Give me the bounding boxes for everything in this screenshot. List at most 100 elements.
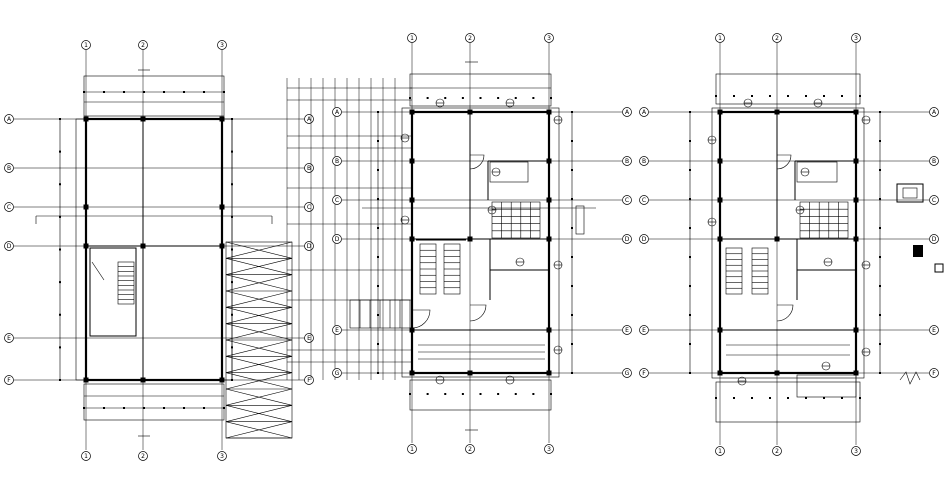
dimension-tick bbox=[123, 407, 125, 409]
grid-bubble-circle bbox=[639, 234, 649, 244]
structural-column bbox=[409, 327, 415, 333]
dimension-tick bbox=[223, 407, 225, 409]
dimension-tick bbox=[859, 95, 861, 97]
door-swing bbox=[469, 304, 487, 322]
structural-column bbox=[717, 109, 723, 115]
structural-column bbox=[546, 370, 552, 376]
grid-bubble-circle bbox=[622, 325, 632, 335]
dimension-tick bbox=[823, 397, 825, 399]
structural-column bbox=[853, 158, 859, 164]
grid-bubble-label: E bbox=[307, 335, 311, 342]
dimension-tick bbox=[571, 343, 573, 345]
grid-bubble-label: D bbox=[642, 236, 647, 243]
grid-bubble-circle bbox=[622, 195, 632, 205]
structural-column bbox=[409, 158, 415, 164]
grid-bubble-top: 1 bbox=[407, 33, 417, 43]
dimension-tick bbox=[550, 393, 552, 395]
grid-bubble-left: F bbox=[639, 368, 649, 378]
dimension-tick bbox=[751, 95, 753, 97]
grid-bubble-label: E bbox=[7, 335, 11, 342]
grid-bubble-label: G bbox=[625, 370, 630, 377]
terrace-outline bbox=[401, 107, 560, 378]
dimension-tick bbox=[879, 256, 881, 258]
dimension-band-top bbox=[83, 75, 225, 117]
dimension-tick bbox=[409, 97, 411, 99]
grid-bubble-left: C bbox=[4, 202, 14, 212]
eave-outline bbox=[75, 118, 233, 381]
grid-bubble-right: C bbox=[929, 195, 939, 205]
structural-column bbox=[140, 377, 146, 383]
grid-bubble-circle bbox=[4, 333, 14, 343]
grid-bubble-circle bbox=[851, 33, 861, 43]
dimension-tick bbox=[444, 97, 447, 99]
structural-column bbox=[219, 243, 225, 249]
dimension-tick bbox=[83, 407, 85, 409]
dimension-tick bbox=[571, 285, 573, 287]
grid-bubble-left: E bbox=[4, 333, 14, 343]
dimension-band-bottom bbox=[83, 383, 225, 421]
grid-bubble-circle bbox=[332, 156, 342, 166]
dimension-tick bbox=[859, 397, 861, 399]
building-outline bbox=[84, 117, 224, 382]
grid-bubble-label: 2 bbox=[468, 35, 472, 42]
grid-bubble-circle bbox=[929, 368, 939, 378]
stair-opening bbox=[89, 247, 137, 337]
structural-column bbox=[83, 204, 89, 210]
dimension-tick bbox=[59, 313, 61, 316]
dimension-tick bbox=[571, 140, 573, 142]
dimension-tick bbox=[426, 97, 429, 99]
structural-column bbox=[409, 236, 415, 242]
grid-bubble-label: A bbox=[625, 109, 630, 116]
grid-bubble-label: C bbox=[307, 204, 311, 211]
grid-bubble-left: C bbox=[639, 195, 649, 205]
grid-bubble-left: A bbox=[332, 107, 342, 117]
dimension-tick bbox=[377, 227, 379, 229]
grid-bubble-left: B bbox=[639, 156, 649, 166]
grid-bubble-right: C bbox=[304, 202, 314, 212]
door-swing bbox=[411, 309, 431, 329]
grid-bubble-label: 1 bbox=[410, 35, 414, 42]
dimension-tick bbox=[59, 118, 61, 120]
structural-column bbox=[774, 236, 780, 242]
dimension-tick bbox=[689, 169, 691, 171]
dimension-tick bbox=[59, 150, 61, 153]
dimension-tick bbox=[203, 407, 205, 409]
grid-bubble-right: A bbox=[304, 114, 314, 124]
dimension-tick bbox=[461, 97, 464, 99]
door-swing bbox=[469, 154, 485, 170]
grid-bubble-circle bbox=[407, 444, 417, 454]
structural-column bbox=[853, 236, 859, 242]
kitchen-counter bbox=[489, 161, 529, 183]
roof-hatch-line bbox=[225, 356, 293, 373]
dimension-tick bbox=[571, 256, 573, 258]
structural-column bbox=[774, 109, 780, 115]
dimension-tick bbox=[143, 407, 145, 409]
grid-bubble-top: 3 bbox=[544, 33, 554, 43]
dimension-tick bbox=[879, 343, 881, 345]
grid-bubble-label: 1 bbox=[410, 446, 414, 453]
dimension-tick bbox=[879, 111, 881, 113]
break-line bbox=[91, 261, 105, 281]
grid-bubble-left: A bbox=[4, 114, 14, 124]
grid-bubble-right: B bbox=[304, 163, 314, 173]
grid-bubble-circle bbox=[407, 33, 417, 43]
grid-bubble-label: F bbox=[642, 370, 646, 377]
grid-bubble-top: 1 bbox=[81, 40, 91, 50]
grid-bubble-right: C bbox=[622, 195, 632, 205]
grid-bubble-label: E bbox=[932, 327, 936, 334]
legend-symbol-box bbox=[896, 183, 924, 203]
dimension-tick bbox=[787, 397, 789, 399]
dimension-tick bbox=[689, 314, 691, 316]
dimension-tick bbox=[163, 91, 165, 93]
dimension-tick bbox=[733, 95, 735, 97]
structural-column bbox=[853, 370, 859, 376]
grid-bubble-left: C bbox=[332, 195, 342, 205]
dimension-band-top bbox=[409, 73, 552, 107]
balcony-outline bbox=[711, 107, 865, 379]
grid-bubble-label: B bbox=[335, 158, 339, 165]
dimension-tick bbox=[59, 215, 61, 218]
dimension-band-top bbox=[715, 73, 861, 105]
dimension-tick bbox=[879, 314, 881, 316]
